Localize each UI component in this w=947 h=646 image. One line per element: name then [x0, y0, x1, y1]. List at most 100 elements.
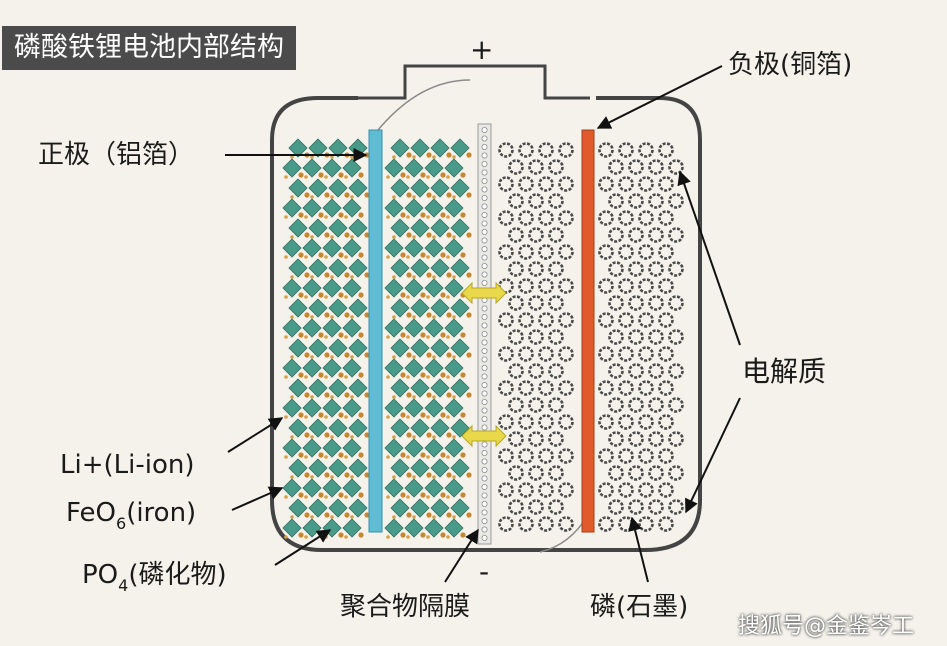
feo6-octahedron: [303, 319, 321, 337]
li-ion-dot: [330, 315, 334, 319]
graphite-ring: [550, 399, 563, 412]
li-ion-dot: [350, 235, 354, 239]
graphite-ring: [540, 450, 553, 463]
po4-tetrahedron: [338, 172, 343, 177]
feo6-octahedron: [425, 399, 443, 417]
graphite-ring: [510, 195, 523, 208]
feo6-octahedron: [431, 419, 449, 437]
feo6-octahedron: [391, 219, 409, 237]
li-ion-dot: [412, 155, 416, 159]
li-ion-dot: [452, 515, 456, 519]
po4-tetrahedron: [400, 492, 405, 497]
graphite-ring: [650, 399, 663, 412]
graphite-ring: [550, 263, 563, 276]
feo6-octahedron: [411, 339, 429, 357]
po4-tetrahedron: [400, 372, 405, 377]
feo6-octahedron: [385, 279, 403, 297]
graphite-ring: [500, 144, 513, 157]
li-ion-dot: [386, 415, 390, 419]
feo6-octahedron: [309, 499, 327, 517]
po4-tetrahedron: [420, 372, 425, 377]
feo6-octahedron: [283, 479, 301, 497]
li-ion-dot: [426, 455, 430, 459]
po4-tetrahedron: [338, 252, 343, 257]
separator-pore: [482, 399, 487, 404]
graphite-ring: [650, 229, 663, 242]
po4-tetrahedron: [406, 432, 411, 437]
po4-tetrahedron: [406, 152, 411, 157]
li-ion-dot: [432, 275, 436, 279]
feo6-octahedron: [391, 299, 409, 317]
graphite-ring: [540, 416, 553, 429]
graphite-ring: [620, 450, 633, 463]
minus-terminal-label: -: [479, 558, 489, 586]
feo6-octahedron: [329, 179, 347, 197]
po4-tetrahedron: [324, 352, 329, 357]
li-ion-dot: [452, 235, 456, 239]
graphite-ring: [520, 348, 533, 361]
graphite-ring: [620, 178, 633, 191]
po4-tetrahedron: [406, 512, 411, 517]
graphite-ring: [670, 365, 683, 378]
feo6-octahedron: [303, 479, 321, 497]
graphite-ring: [500, 178, 513, 191]
li-ion-dot: [412, 475, 416, 479]
feo6-octahedron: [329, 259, 347, 277]
feo6-octahedron: [405, 319, 423, 337]
graphite-ring: [660, 280, 673, 293]
feo6-octahedron: [451, 339, 469, 357]
anode-wire: [540, 515, 588, 552]
feo6-octahedron: [323, 239, 341, 257]
li-ion-dot: [452, 475, 456, 479]
li-ion-dot: [392, 435, 396, 439]
po4-tetrahedron: [358, 372, 363, 377]
po4-tetrahedron: [466, 512, 471, 517]
li-ion-dot: [330, 435, 334, 439]
feo6-octahedron: [349, 219, 367, 237]
li-ion-dot: [426, 335, 430, 339]
li-ion-dot: [432, 235, 436, 239]
separator-pore: [482, 425, 487, 430]
li-ion-dot: [386, 495, 390, 499]
po4-tetrahedron: [426, 512, 431, 517]
po4-tetrahedron: [460, 372, 465, 377]
po4-tetrahedron: [466, 152, 471, 157]
po4-tetrahedron: [358, 172, 363, 177]
po4-label: PO4(磷化物): [82, 562, 227, 588]
feo6-octahedron: [323, 319, 341, 337]
li-ion-dot: [392, 315, 396, 319]
feo6-octahedron: [343, 159, 361, 177]
po4-tetrahedron: [298, 412, 303, 417]
li-ion-dot: [386, 535, 390, 539]
separator-holes: [482, 127, 487, 540]
li-ion-dot: [350, 515, 354, 519]
feo6-octahedron: [323, 199, 341, 217]
graphite-ring: [550, 161, 563, 174]
feo6-octahedron: [349, 339, 367, 357]
po4-tetrahedron: [298, 452, 303, 457]
graphite-ring: [630, 433, 643, 446]
feo6-octahedron: [349, 459, 367, 477]
po4-tetrahedron: [420, 452, 425, 457]
feo6-octahedron: [445, 479, 463, 497]
po4-tetrahedron: [460, 172, 465, 177]
feo6-octahedron: [303, 239, 321, 257]
li-ion-dot: [426, 375, 430, 379]
graphite-ring: [650, 467, 663, 480]
feo6-octahedron: [323, 159, 341, 177]
feo6-octahedron: [349, 179, 367, 197]
graphite-ring: [630, 161, 643, 174]
graphite-ring: [660, 518, 673, 531]
feo6-octahedron: [323, 359, 341, 377]
feo6-octahedron: [445, 359, 463, 377]
graphite-ring: [610, 433, 623, 446]
feo6-octahedron: [385, 439, 403, 457]
li-ion-dot: [284, 175, 288, 179]
separator-pore: [482, 170, 487, 175]
graphite-ring: [630, 501, 643, 514]
separator-pore: [482, 195, 487, 200]
feo6-octahedron: [289, 379, 307, 397]
po4-tetrahedron: [318, 332, 323, 337]
po4-tetrahedron: [358, 252, 363, 257]
graphite-ring: [560, 416, 573, 429]
